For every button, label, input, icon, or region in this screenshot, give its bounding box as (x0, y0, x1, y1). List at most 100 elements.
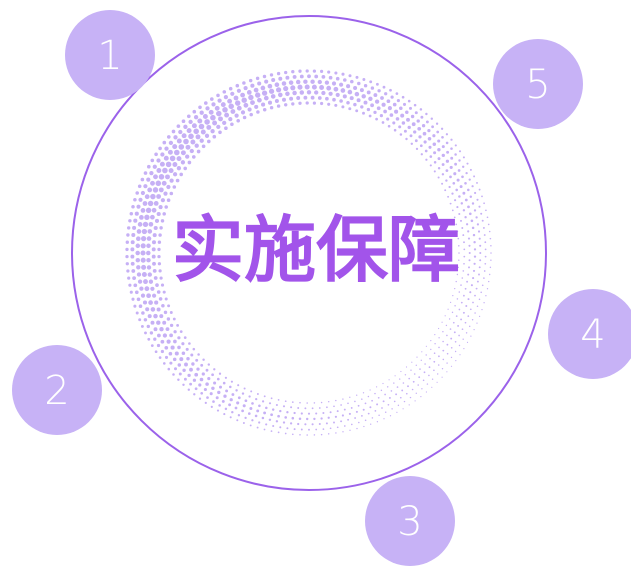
halo-dot (125, 254, 129, 259)
halo-dot (458, 344, 461, 347)
halo-dot (468, 266, 470, 269)
halo-dot (225, 389, 229, 393)
halo-dot (230, 91, 235, 96)
halo-dot (161, 180, 167, 186)
halo-dot (455, 223, 458, 226)
node-5[interactable]: 5 (493, 39, 583, 129)
halo-dot (195, 134, 201, 140)
halo-dot (479, 244, 482, 247)
halo-dot (341, 105, 345, 109)
halo-dot (436, 381, 438, 383)
halo-dot (414, 111, 418, 115)
halo-dot (160, 283, 165, 287)
node-3[interactable]: 3 (365, 476, 455, 566)
halo-dot (210, 129, 215, 134)
halo-dot (222, 381, 226, 385)
halo-dot (236, 105, 242, 111)
halo-dot (358, 421, 360, 424)
halo-dot (140, 190, 145, 196)
halo-dot (176, 138, 182, 144)
halo-dot (284, 432, 287, 435)
halo-dot (413, 130, 417, 134)
halo-dot (460, 219, 462, 222)
halo-dot (136, 265, 141, 270)
halo-dot (300, 428, 303, 431)
halo-dot (468, 251, 471, 255)
halo-dot (383, 418, 385, 420)
halo-dot (396, 99, 400, 103)
node-1[interactable]: 1 (65, 10, 155, 100)
halo-dot (140, 208, 146, 213)
halo-dot (315, 428, 318, 431)
halo-dot (236, 119, 240, 123)
halo-dot (403, 400, 406, 403)
halo-dot (462, 311, 465, 314)
halo-dot (458, 259, 460, 261)
halo-dot (454, 340, 457, 343)
halo-dot (404, 374, 407, 376)
halo-dot (196, 149, 201, 154)
node-2[interactable]: 2 (12, 345, 102, 435)
halo-dot (377, 396, 380, 399)
halo-dot (390, 390, 393, 392)
halo-dot (155, 283, 159, 287)
halo-dot (278, 92, 283, 98)
halo-dot (195, 358, 199, 362)
halo-dot (441, 135, 444, 139)
halo-dot (136, 297, 141, 302)
halo-dot (389, 88, 392, 92)
halo-dot (250, 100, 255, 105)
halo-dot (157, 262, 162, 266)
halo-dot (288, 80, 294, 85)
halo-dot (473, 328, 475, 331)
node-4[interactable]: 4 (548, 289, 631, 379)
halo-dot (433, 161, 437, 164)
halo-dot (159, 226, 163, 230)
halo-dot (193, 128, 199, 135)
halo-dot (384, 411, 387, 413)
halo-dot (174, 149, 180, 156)
halo-dot (470, 284, 473, 287)
halo-dot (425, 345, 427, 347)
halo-dot (158, 269, 162, 273)
halo-dot (350, 79, 354, 84)
halo-dot (191, 123, 197, 129)
halo-dot (384, 92, 388, 96)
halo-dot (146, 177, 151, 182)
halo-dot (427, 137, 432, 141)
halo-dot (152, 261, 156, 266)
halo-dot (421, 388, 423, 390)
halo-dot (219, 385, 222, 389)
halo-dot (188, 342, 191, 345)
halo-dot (483, 302, 485, 304)
halo-dot (210, 97, 214, 101)
halo-dot (184, 362, 188, 367)
halo-dot (193, 393, 196, 396)
halo-dot (475, 216, 478, 219)
halo-dot (187, 373, 191, 378)
halo-dot (164, 297, 168, 301)
halo-dot (204, 401, 207, 405)
halo-dot (441, 182, 444, 185)
halo-dot (454, 144, 457, 147)
halo-dot (418, 135, 422, 139)
halo-dot (449, 301, 452, 304)
halo-dot (354, 417, 357, 419)
halo-dot (410, 142, 413, 145)
halo-dot (146, 257, 151, 263)
halo-dot (145, 307, 150, 312)
halo-dot (190, 139, 196, 145)
halo-dot (156, 158, 161, 163)
halo-dot (141, 311, 145, 315)
halo-dot (198, 397, 202, 400)
halo-dot (263, 428, 266, 431)
halo-dot (414, 139, 418, 143)
halo-dot (478, 237, 481, 240)
halo-dot (306, 90, 312, 95)
halo-dot (312, 101, 316, 105)
halo-dot (339, 99, 343, 103)
halo-dot (402, 382, 405, 384)
halo-dot (256, 110, 260, 114)
halo-dot (163, 191, 168, 196)
halo-dot (243, 102, 249, 108)
